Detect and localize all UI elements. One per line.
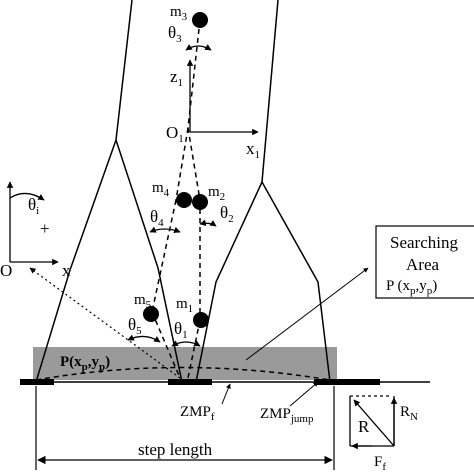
searching-area-band (33, 347, 337, 380)
label-zmp-f: ZMPf (180, 404, 215, 423)
leader-to-search-box (245, 267, 369, 361)
label-o1: O1 (166, 123, 184, 145)
left-foot (20, 379, 54, 385)
label-theta3: θ3 (168, 23, 182, 45)
label-z1: z1 (170, 67, 183, 89)
mass-m1 (193, 312, 209, 328)
searching-area-box (375, 225, 474, 299)
step-length-dimension (35, 386, 335, 470)
label-m4: m4 (152, 180, 170, 199)
left-leg-outer (35, 139, 117, 383)
label-theta1: θ1 (174, 319, 188, 341)
label-theta2: θ2 (220, 203, 234, 225)
label-plus: + (40, 219, 50, 238)
skeleton-links (35, 19, 331, 381)
search-box-line1: Searching (390, 233, 458, 252)
label-thetai: θi (28, 195, 39, 217)
label-m3: m3 (170, 4, 188, 23)
label-m5: m5 (134, 292, 152, 311)
dotted-arrow-to-origin (29, 267, 181, 379)
label-theta4: θ4 (150, 207, 164, 229)
local-frame-o1 (186, 59, 259, 136)
body-outline-right (261, 0, 279, 183)
label-r-n: RN (400, 404, 418, 423)
label-zmp-jump: ZMPjump (260, 406, 314, 425)
force-diagram (349, 395, 398, 450)
search-box-line3: P (xp,yp) (386, 278, 437, 297)
label-m1: m1 (176, 296, 193, 315)
body-outline-left (115, 0, 133, 141)
global-frame-o (6, 181, 59, 266)
search-box-line2: Area (406, 255, 439, 274)
label-o: O (0, 261, 12, 280)
leader-zmp-jump (289, 381, 319, 407)
label-theta5: θ5 (128, 315, 142, 337)
right-leg-outer (261, 181, 331, 383)
label-x: x (62, 261, 71, 280)
middle-foot (168, 379, 212, 385)
mass-m2 (192, 194, 208, 210)
joint-angle-arcs (127, 44, 217, 347)
mass-m4 (176, 192, 192, 208)
label-x1: x1 (246, 139, 260, 161)
label-f-f: Ff (374, 454, 386, 473)
label-r: R (358, 417, 370, 436)
right-foot (314, 379, 380, 385)
leader-zmp-f (221, 383, 231, 405)
right-leg-inner (195, 181, 263, 383)
label-step-length: step length (138, 440, 213, 459)
mass-m3 (192, 12, 208, 28)
label-p-xy: P(xp,yp) (60, 354, 110, 373)
rotation-arrow (9, 192, 45, 201)
mass-m5 (143, 306, 159, 322)
label-m2: m2 (208, 184, 225, 203)
